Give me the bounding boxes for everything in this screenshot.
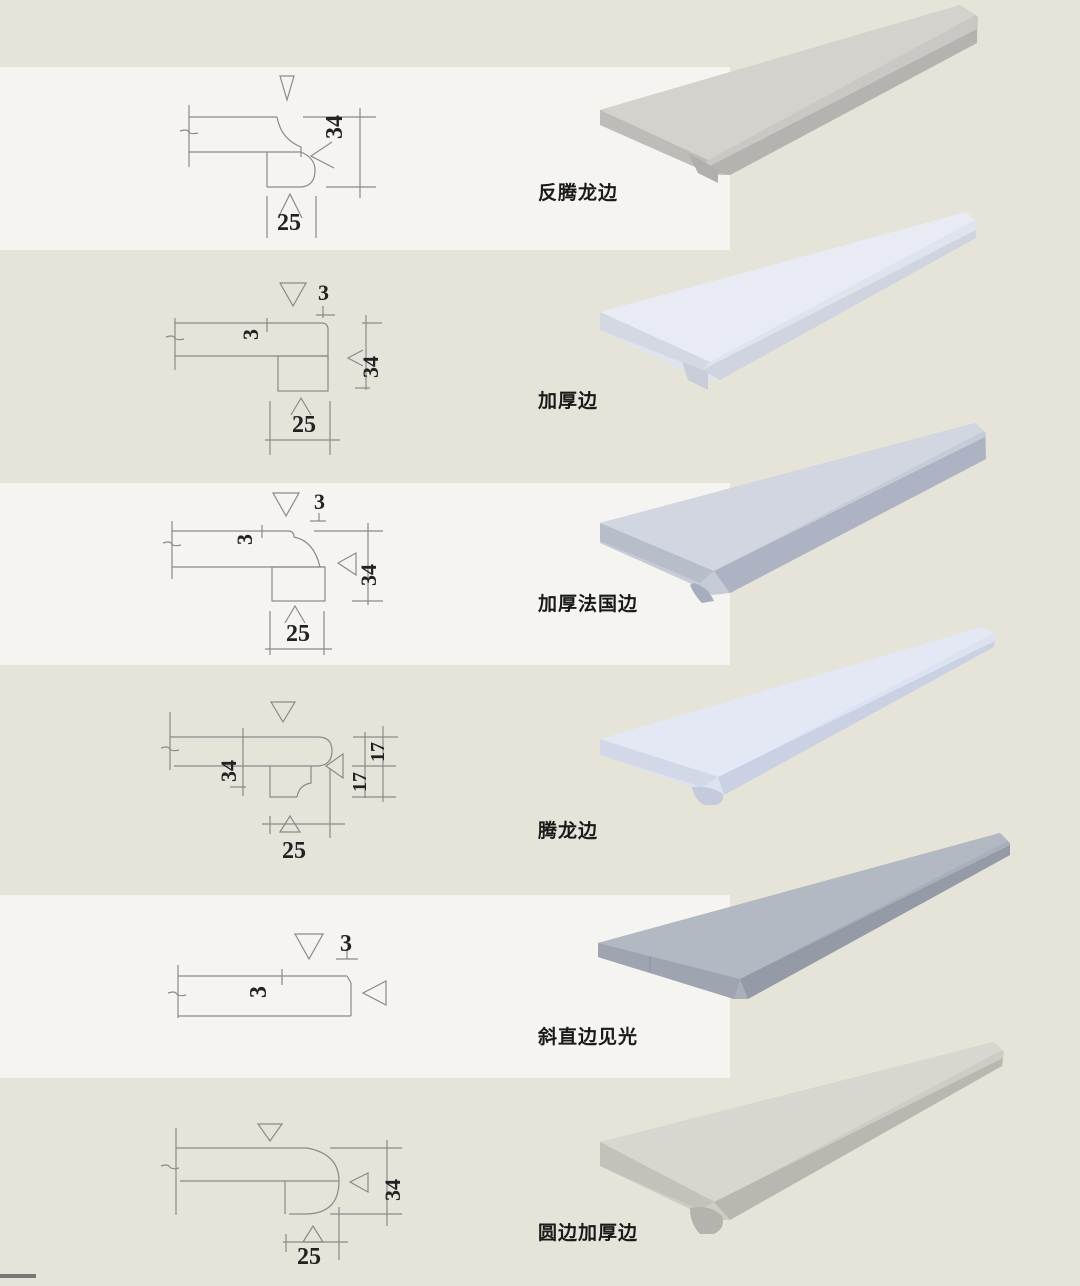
profile-drawing: 3 3 34 25 [0, 483, 520, 665]
slab-photo [590, 1042, 1020, 1282]
dimension-width: 25 [282, 838, 306, 864]
profile-section-diagram: 34 25 [179, 75, 376, 238]
dimension-width: 25 [286, 621, 310, 647]
dimension-upper: 17 [367, 742, 389, 762]
top-view-marker-icon [269, 701, 297, 724]
dimension-chamfer-vertical: 3 [314, 489, 325, 514]
dimension-width: 25 [297, 1244, 321, 1270]
profile-section-diagram: 3 3 34 25 [165, 280, 383, 455]
band-1 [0, 67, 730, 250]
band-3 [0, 483, 730, 665]
slab-photo [590, 423, 1020, 663]
dimension-height: 34 [356, 564, 381, 586]
profile-row-6: 34 25 圆边加厚边 [0, 1042, 1080, 1278]
profile-name: 斜直边见光 [538, 1026, 639, 1048]
top-view-marker-icon [293, 933, 325, 961]
profile-drawing: 3 3 [0, 895, 520, 1078]
profile-drawing: 34 17 17 25 [0, 690, 520, 890]
profile-name: 反腾龙边 [538, 182, 619, 204]
top-view-marker-icon [271, 492, 301, 518]
profile-section-diagram: 34 17 17 25 [160, 701, 398, 864]
profile-section-diagram: 34 25 [160, 1123, 405, 1270]
dimension-width: 25 [277, 210, 301, 236]
profile-row-5: 3 3 斜直边见光 [0, 833, 1080, 1078]
profile-row-3: 3 3 34 25 加厚法国边 [0, 423, 1080, 665]
profile-drawing: 34 25 [0, 1100, 520, 1278]
dimension-height: 34 [216, 760, 241, 782]
dimension-width: 25 [292, 412, 316, 438]
top-view-marker-icon [256, 1123, 284, 1143]
profile-name: 加厚边 [538, 390, 599, 412]
dimension-lower: 17 [349, 772, 371, 792]
dimension-height: 34 [358, 356, 383, 378]
dimension-chamfer-vertical: 3 [340, 931, 352, 957]
profile-name: 加厚法国边 [538, 593, 639, 615]
divider [0, 1274, 36, 1278]
slab-photo [590, 212, 1020, 452]
dimension-chamfer-vertical: 3 [318, 280, 329, 305]
slab-photo [590, 627, 1020, 867]
dimension-chamfer-horizontal: 3 [232, 534, 257, 545]
dimension-chamfer-horizontal: 3 [238, 329, 263, 340]
top-view-marker-icon [279, 75, 295, 103]
profile-name: 圆边加厚边 [538, 1222, 639, 1244]
profile-row-1: 34 25 反腾龙边 [0, 5, 1080, 250]
dimension-height: 34 [322, 115, 348, 139]
profile-drawing: 34 25 [0, 60, 520, 250]
profile-name: 腾龙边 [538, 820, 599, 842]
profile-row-4: 34 17 17 25 腾龙边 [0, 627, 1080, 890]
profile-drawing: 3 3 34 25 [0, 270, 520, 470]
profile-section-diagram: 3 3 34 25 [162, 489, 383, 655]
slab-photo [590, 5, 1020, 245]
dimension-height: 34 [380, 1179, 405, 1201]
dimension-chamfer-horizontal: 3 [246, 986, 272, 998]
top-view-marker-icon [278, 282, 308, 308]
band-5 [0, 895, 730, 1078]
profile-row-2: 3 3 34 25 加厚边 [0, 212, 1080, 470]
slab-photo [590, 833, 1020, 1073]
profile-section-diagram: 3 3 [167, 931, 387, 1018]
